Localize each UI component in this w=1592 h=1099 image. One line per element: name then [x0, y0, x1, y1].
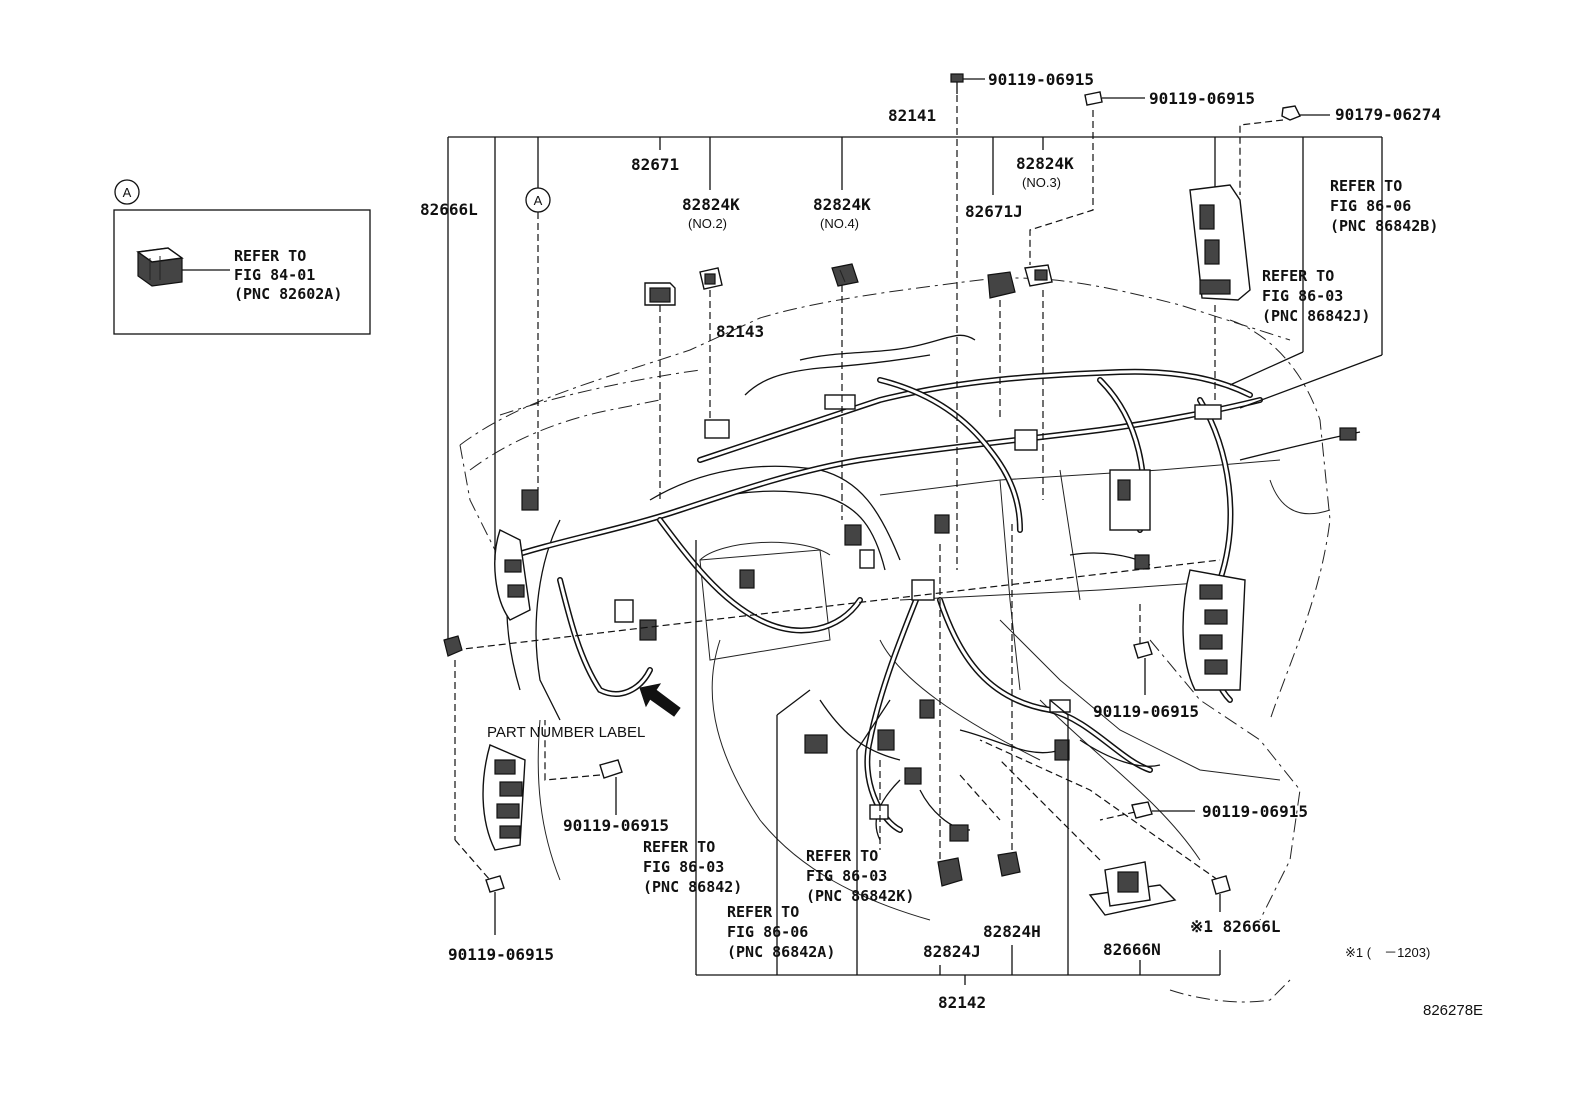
- bolt-left-low: 90119-06915: [448, 945, 554, 964]
- part-82666l-bottom: ※1 82666L: [1190, 917, 1280, 936]
- bolt-right-mid: 90119-06915: [1093, 702, 1199, 721]
- inset-refer-line-3: (PNC 82602A): [234, 285, 342, 303]
- part-82141: 82141: [888, 106, 936, 125]
- refer-8603j-line-2: FIG 86-03: [1262, 287, 1343, 305]
- bolt-left-mid-icon: [599, 759, 623, 815]
- connector-82824k-no2: [699, 267, 723, 290]
- refer-8603-line-1: REFER TO: [643, 838, 715, 856]
- bolt-top2-icon: [1084, 91, 1145, 106]
- clip-90179: 90179-06274: [1335, 105, 1441, 124]
- callout-marker-circle: [525, 187, 551, 213]
- part-82671: 82671: [631, 155, 679, 174]
- bolt-right-mid-icon: [1133, 641, 1153, 695]
- part-82142: 82142: [938, 993, 986, 1012]
- connector-82824k-no4: [831, 263, 859, 287]
- box-82666n: [1088, 861, 1177, 916]
- part-82824k-no3: 82824K: [1016, 154, 1074, 173]
- connector-82671j: [987, 271, 1016, 299]
- refer-8603k-line-3: (PNC 86842K): [806, 887, 914, 905]
- part-82143: 82143: [716, 322, 764, 341]
- refer-8606a-line-2: FIG 86-06: [727, 923, 808, 941]
- figure-id: 826278E: [1423, 1002, 1483, 1019]
- inset-box-a: A REFER TO FIG 84-01 (PNC 82602A): [113, 179, 371, 335]
- connector-82824j: [937, 857, 963, 887]
- harness-assembly: [482, 334, 1361, 851]
- inset-marker: A: [123, 185, 132, 200]
- part-82824k-no2-sub: (NO.2): [688, 216, 727, 231]
- connector-82824k-no3: [1024, 264, 1053, 287]
- connector-82671: [644, 282, 676, 306]
- bolt-top2: 90119-06915: [1149, 89, 1255, 108]
- inset-connector-icon: [136, 247, 184, 287]
- bolt-right-low-icon: [1131, 801, 1195, 819]
- left-connector-cluster: [482, 529, 531, 851]
- part-number-label-arrow: [639, 683, 681, 717]
- refer-8603-line-3: (PNC 86842): [643, 878, 742, 896]
- refer-8606b-line-1: REFER TO: [1330, 177, 1402, 195]
- inset-refer-line-1: REFER TO: [234, 247, 306, 265]
- refer-8603-line-2: FIG 86-03: [643, 858, 724, 876]
- right-connector-cluster: [1109, 469, 1246, 691]
- part-82824k-no4-sub: (NO.4): [820, 216, 859, 231]
- refer-8606a-line-1: REFER TO: [727, 903, 799, 921]
- part-82824h: 82824H: [983, 922, 1041, 941]
- clip-82666l-left: [443, 635, 463, 657]
- footnote: ※1 ( －1203): [1345, 945, 1430, 960]
- connector-82824h: [997, 851, 1021, 877]
- part-82671j: 82671J: [965, 202, 1023, 221]
- refer-8603k-line-1: REFER TO: [806, 847, 878, 865]
- inset-marker-circle: [114, 179, 140, 205]
- bolt-left-low-icon: [485, 875, 505, 935]
- refer-8606a-line-3: (PNC 86842A): [727, 943, 835, 961]
- refer-8603k-line-2: FIG 86-03: [806, 867, 887, 885]
- bolt-right-low: 90119-06915: [1202, 802, 1308, 821]
- part-82666l-top: 82666L: [420, 200, 478, 219]
- refer-8603j-line-3: (PNC 86842J): [1262, 307, 1370, 325]
- part-82824k-no3-sub: (NO.3): [1022, 175, 1061, 190]
- part-82824k-no2: 82824K: [682, 195, 740, 214]
- part-82824k-no4: 82824K: [813, 195, 871, 214]
- part-82824j: 82824J: [923, 942, 981, 961]
- callout-marker: A: [534, 193, 543, 208]
- inset-refer-line-2: FIG 84-01: [234, 266, 315, 284]
- inset-frame: [113, 209, 371, 335]
- refer-8606b-line-2: FIG 86-06: [1330, 197, 1411, 215]
- refer-8603j-line-1: REFER TO: [1262, 267, 1334, 285]
- part-82666n: 82666N: [1103, 940, 1161, 959]
- bracket-82142: [695, 540, 1221, 985]
- bolt-top1-icon: [950, 73, 985, 94]
- bolt-left-mid: 90119-06915: [563, 816, 669, 835]
- bracket-part-right: [1189, 184, 1251, 301]
- vehicle-body-outline: [459, 277, 1331, 1003]
- part-number-label: PART NUMBER LABEL: [487, 724, 645, 741]
- refer-8606b-line-3: (PNC 86842B): [1330, 217, 1438, 235]
- bolt-top1: 90119-06915: [988, 70, 1094, 89]
- dashed-leaders: [454, 95, 1284, 881]
- clip-82666l-right: [1211, 875, 1231, 912]
- clip-90179-icon: [1281, 105, 1301, 121]
- bracket-82141: [447, 136, 1383, 640]
